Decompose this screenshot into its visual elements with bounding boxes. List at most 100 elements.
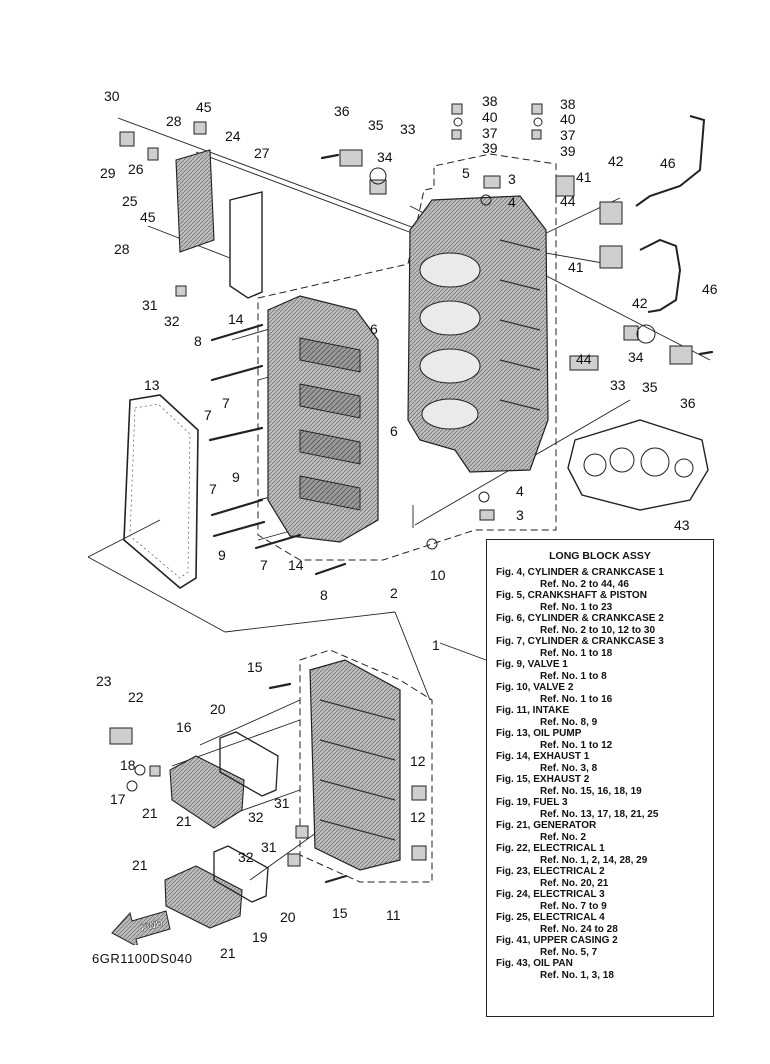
callout-21d: 21 [220,945,236,961]
callout-41b: 41 [568,259,584,275]
callout-10: 10 [430,567,446,583]
callout-29: 29 [100,165,116,181]
upper-cover [175,149,215,253]
callout-40b: 40 [560,111,576,127]
callout-13: 13 [144,377,160,393]
callout-39b: 39 [560,143,576,159]
side-gasket-lower [213,845,269,903]
callout-23: 23 [96,673,112,689]
callout-6b: 6 [390,423,398,439]
callout-43: 43 [674,517,690,533]
callout-35: 35 [368,117,384,133]
callout-7c: 7 [209,481,217,497]
legend-title: LONG BLOCK ASSY [549,550,651,562]
callout-2: 2 [390,585,398,601]
callout-32b: 32 [248,809,264,825]
callout-28: 28 [166,113,182,129]
callout-46b: 46 [702,281,718,297]
callout-4: 4 [508,194,516,210]
callout-5: 5 [462,165,470,181]
callout-33b: 33 [610,377,626,393]
callout-45: 45 [196,99,212,115]
callout-20: 20 [210,701,226,717]
cover-gasket [229,191,263,299]
callout-15: 15 [247,659,263,675]
callout-1: 1 [432,637,440,653]
callout-19: 19 [252,929,268,945]
callout-22: 22 [128,689,144,705]
callout-24: 24 [225,128,241,144]
callout-35b: 35 [642,379,658,395]
callout-9: 9 [232,469,240,485]
callout-33: 33 [400,121,416,137]
callout-37: 37 [482,125,498,141]
callout-7b: 7 [204,407,212,423]
crankcase [267,295,379,543]
callout-18: 18 [120,757,136,773]
callout-20b: 20 [280,909,296,925]
callout-38b: 38 [560,96,576,112]
crankcase-group-outline [257,153,557,561]
callout-42: 42 [608,153,624,169]
callout-8b: 8 [320,587,328,603]
callout-26: 26 [128,161,144,177]
diagram-code: 6GR1100DS040 [92,951,193,966]
side-cover-lower [164,865,243,929]
callout-21c: 21 [132,857,148,873]
callout-36b: 36 [680,395,696,411]
callout-40: 40 [482,109,498,125]
callout-31b: 31 [274,795,290,811]
fwd-arrow-icon: FWD [111,910,171,945]
callout-46: 46 [660,155,676,171]
callout-25: 25 [122,193,138,209]
legend-box: LONG BLOCK ASSY Fig. 4, CYLINDER & CRANK… [486,539,714,1017]
callout-39: 39 [482,140,498,156]
callout-37b: 37 [560,127,576,143]
crankcase-gasket [123,394,199,589]
callout-34: 34 [377,149,393,165]
callout-17: 17 [110,791,126,807]
callout-41: 41 [576,169,592,185]
callout-44b: 44 [576,351,592,367]
callout-44: 44 [560,193,576,209]
sensor-part [119,131,135,147]
side-gasket-upper [219,731,279,797]
callout-27: 27 [254,145,270,161]
callout-30: 30 [104,88,120,104]
callout-21: 21 [142,805,158,821]
callout-15b: 15 [332,905,348,921]
callout-3b: 3 [516,507,524,523]
callout-14b: 14 [288,557,304,573]
callout-31: 31 [142,297,158,313]
callout-8: 8 [194,333,202,349]
callout-9b: 9 [218,547,226,563]
lower-block-group-outline [299,649,433,883]
callout-21b: 21 [176,813,192,829]
callout-12: 12 [410,753,426,769]
callout-4b: 4 [516,483,524,499]
oil-pan-gasket [567,419,709,511]
callout-6: 6 [370,321,378,337]
callout-7: 7 [222,395,230,411]
callout-45b: 45 [140,209,156,225]
callout-34b: 34 [628,349,644,365]
callout-32: 32 [164,313,180,329]
callout-16: 16 [176,719,192,735]
